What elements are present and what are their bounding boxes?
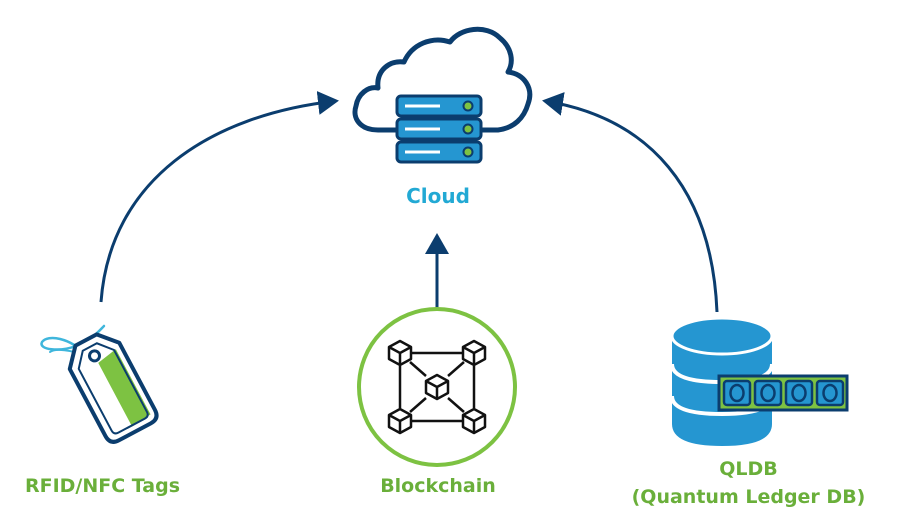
- tag-green-panel: [98, 349, 151, 427]
- cube-bottom-right: [461, 407, 487, 435]
- cloud-outline: [352, 26, 533, 133]
- ledger-blocks: [717, 374, 849, 412]
- cube-top-right: [461, 339, 487, 367]
- rfid-label: RFID/NFC Tags: [24, 475, 181, 497]
- arrow-qldb-to-cloud: [542, 92, 719, 313]
- db-top: [670, 316, 774, 356]
- server-rack: [395, 94, 483, 164]
- cube-top-left: [387, 339, 413, 367]
- rfid-tag-icon: [40, 324, 159, 444]
- blockchain-network-icon: [357, 307, 517, 467]
- qldb-label-line2: (Quantum Ledger DB): [631, 486, 866, 508]
- arrow-rfid-to-cloud: [99, 91, 339, 303]
- tag-inner-outline: [77, 342, 149, 435]
- cube-center: [424, 373, 450, 401]
- qldb-label-line1: QLDB: [719, 458, 778, 480]
- cloud-label: Cloud: [406, 184, 470, 208]
- cube-bottom-left: [387, 407, 413, 435]
- qldb-label: QLDB (Quantum Ledger DB): [600, 455, 897, 511]
- ledger-database-icon: [670, 316, 849, 446]
- cloud-server-icon: [352, 26, 533, 164]
- blockchain-label: Blockchain: [380, 475, 496, 497]
